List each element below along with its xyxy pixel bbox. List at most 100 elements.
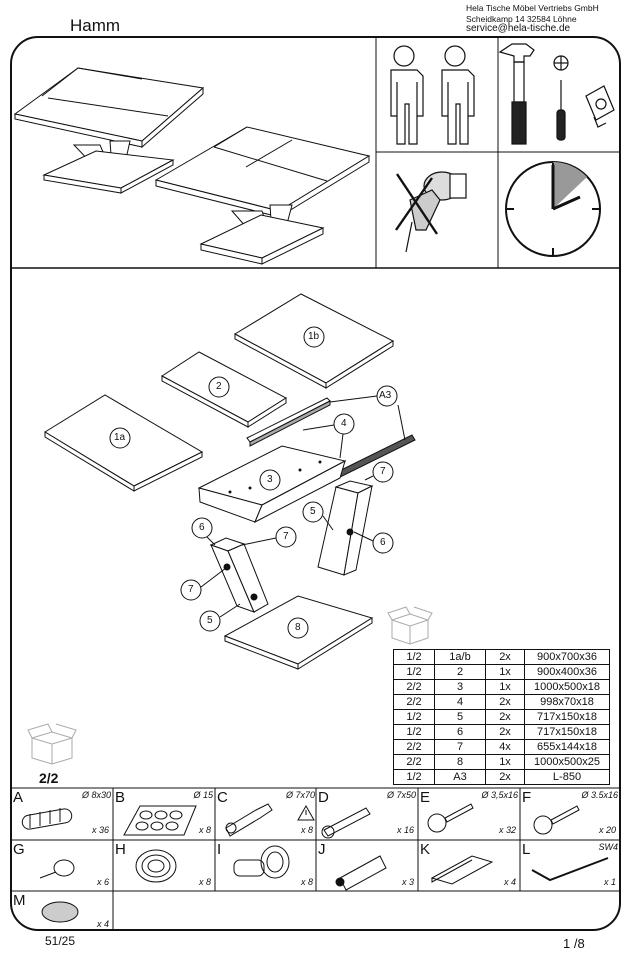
hardware-grid <box>11 787 620 930</box>
box-number: 2/2 <box>39 770 59 786</box>
callouts <box>109 326 406 639</box>
connector-screw-icon <box>321 807 371 839</box>
company-name: Hela Tische Möbel Vertriebs GmbH <box>466 3 599 13</box>
table-cell: 2x <box>485 724 525 740</box>
tape-measure-icon <box>585 85 615 128</box>
table-cell: A3 <box>434 769 486 785</box>
connector-screw-icon <box>225 803 273 837</box>
table-cell: 900x700x36 <box>524 649 610 665</box>
document-number: 51/25 <box>45 934 76 948</box>
two-person-icon <box>390 45 475 145</box>
hardware-qty: x 16 <box>396 825 414 835</box>
table-cell: 1000x500x25 <box>524 754 610 770</box>
hardware-spec: Ø 3,5x16 <box>481 790 518 800</box>
nail-glide-icon <box>39 859 75 879</box>
hardware-qty: x 8 <box>198 877 211 887</box>
company-street: Scheidkamp 14 32584 Löhne <box>466 13 577 24</box>
table-cell: 900x400x36 <box>524 664 610 680</box>
table-cell: 1/2 <box>393 664 435 680</box>
table-cell: 2x <box>485 709 525 725</box>
table-cell: 1x <box>485 679 525 695</box>
table-cell: 2/2 <box>393 679 435 695</box>
callout-3: 3 <box>267 474 273 485</box>
angle-bracket-icon <box>430 855 494 885</box>
threaded-bolt-icon <box>233 845 290 879</box>
table-cell: 1/2 <box>393 709 435 725</box>
table-closed-illustration <box>13 67 205 194</box>
callout-8: 8 <box>295 622 301 633</box>
hardware-spec: Ø 7x50 <box>386 790 416 800</box>
table-cell: 2x <box>485 649 525 665</box>
hardware-qty: x 3 <box>401 877 414 887</box>
hardware-letter: I <box>217 841 222 858</box>
table-cell: 2/2 <box>393 739 435 755</box>
allen-key-icon <box>531 857 609 882</box>
hardware-letter: L <box>522 841 531 858</box>
table-cell: 4 <box>434 694 486 710</box>
callout-7: 7 <box>283 531 289 542</box>
table-cell: L-850 <box>524 769 610 785</box>
threaded-insert-icon <box>135 849 177 883</box>
callout-7: 7 <box>188 584 194 595</box>
hardware-qty: x 4 <box>96 919 109 929</box>
wooden-dowel-icon <box>21 808 73 830</box>
table-cell: 1a/b <box>434 649 486 665</box>
phillips-screwdriver-icon <box>553 55 569 141</box>
company-address: Hela Tische Möbel Vertriebs GmbH Scheidk… <box>466 3 599 35</box>
page-frame <box>10 36 621 931</box>
hardware-qty: x 20 <box>598 825 616 835</box>
table-cell: 2x <box>485 769 525 785</box>
hardware-spec: Ø 15 <box>193 790 213 800</box>
hardware-letter: D <box>318 789 329 806</box>
hardware-qty: x 6 <box>96 877 109 887</box>
table-cell: 655x144x18 <box>524 739 610 755</box>
callout-6: 6 <box>380 537 386 548</box>
table-cell: 7 <box>434 739 486 755</box>
hardware-qty: x 32 <box>498 825 516 835</box>
table-cell: 1/2 <box>393 649 435 665</box>
wood-screw-icon <box>427 803 474 833</box>
table-cell: 717x150x18 <box>524 709 610 725</box>
table-cell: 1/2 <box>393 724 435 740</box>
hardware-qty: x 36 <box>91 825 109 835</box>
table-cell: 998x70x18 <box>524 694 610 710</box>
table-cell: 717x150x18 <box>524 724 610 740</box>
hardware-letter: G <box>13 841 25 858</box>
table-cell: 2x <box>485 694 525 710</box>
hardware-letter: C <box>217 789 228 806</box>
table-cell: 3 <box>434 679 486 695</box>
leg-left <box>209 537 269 613</box>
table-cell: 4x <box>485 739 525 755</box>
hardware-letter: E <box>420 789 431 806</box>
leg-right <box>317 480 374 576</box>
hardware-spec: Ø 8x30 <box>81 790 111 800</box>
page-number: 1 /8 <box>563 936 585 951</box>
hardware-letter: H <box>115 841 126 858</box>
table-cell: 2 <box>434 664 486 680</box>
table-cell: 8 <box>434 754 486 770</box>
table-cell: 1000x500x18 <box>524 679 610 695</box>
wood-screw-icon <box>533 805 580 835</box>
hardware-qty: x 8 <box>300 825 313 835</box>
callout-1b: 1b <box>308 331 320 342</box>
hardware-spec: Ø 3.5x16 <box>581 790 618 800</box>
warning-triangle-icon <box>297 804 315 821</box>
hardware-letter: J <box>318 841 326 858</box>
table-cell: 1/2 <box>393 769 435 785</box>
hardware-letter: M <box>13 892 26 909</box>
no-power-drill-icon <box>395 171 467 253</box>
hardware-qty: x 8 <box>198 825 211 835</box>
callout-a3: A3 <box>379 390 392 401</box>
callout-4: 4 <box>341 418 347 429</box>
model-title: Hamm <box>70 16 121 35</box>
callout-7: 7 <box>380 466 386 477</box>
company-email: service@hela-tische.de <box>466 23 571 34</box>
